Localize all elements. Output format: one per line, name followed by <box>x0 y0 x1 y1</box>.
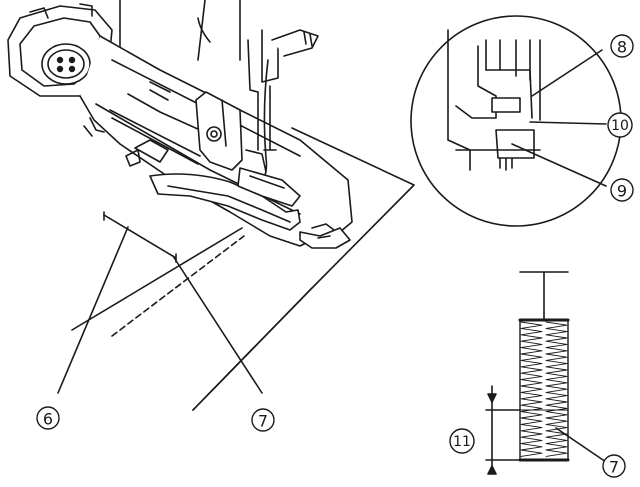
callout-9: 9 <box>610 178 634 202</box>
callout-7-left-label: 7 <box>258 412 268 431</box>
detail-view-circle <box>410 15 622 227</box>
callout-8-label: 8 <box>617 38 627 57</box>
buttonhole-guide-lines <box>57 211 263 394</box>
buttonhole-foot <box>7 0 353 249</box>
callout-10: 10 <box>607 112 633 138</box>
callout-7-left: 7 <box>251 408 275 432</box>
callout-9-label: 9 <box>617 182 627 201</box>
callout-7-right: 7 <box>602 454 626 478</box>
callout-8: 8 <box>610 34 634 58</box>
stitched-buttonhole-icon <box>485 271 607 475</box>
callout-10-label: 10 <box>611 118 629 134</box>
callout-6-label: 6 <box>43 410 53 429</box>
button-icon <box>41 43 91 85</box>
callout-11: 11 <box>449 428 475 454</box>
callout-7-right-label: 7 <box>609 458 619 477</box>
fabric-sheet <box>192 127 415 411</box>
callout-6: 6 <box>36 406 60 430</box>
callout-11-label: 11 <box>453 434 471 450</box>
